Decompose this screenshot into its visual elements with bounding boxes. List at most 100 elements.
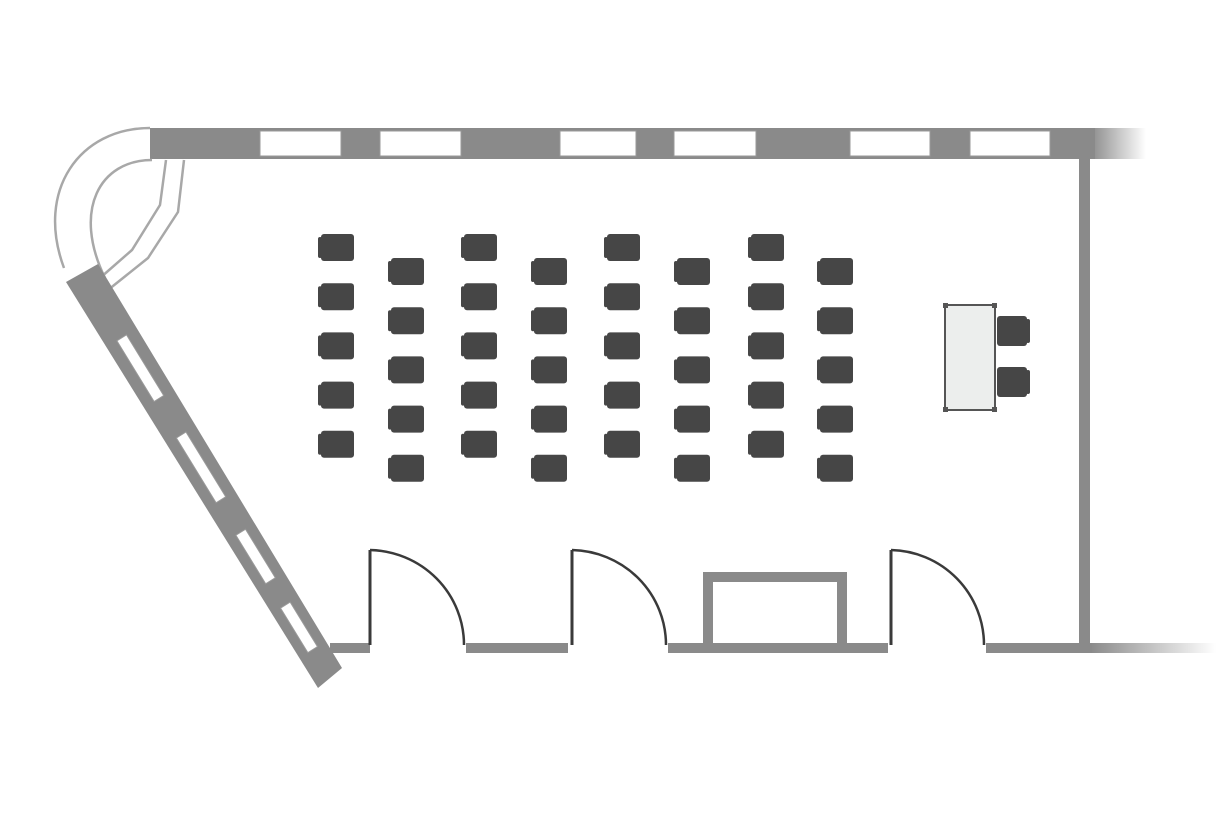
chair-seat xyxy=(820,258,853,285)
chair-seat xyxy=(677,454,710,482)
chair-back xyxy=(817,261,821,282)
chair-icon xyxy=(388,405,424,433)
chair-icon xyxy=(318,332,354,360)
chair-seat xyxy=(321,381,354,409)
door-arc xyxy=(890,548,986,646)
chair-back xyxy=(674,457,678,479)
door-arc xyxy=(369,548,466,646)
chair-seat xyxy=(391,454,424,482)
chair-back xyxy=(748,384,752,406)
chair-icon xyxy=(817,258,853,285)
chair-back xyxy=(604,286,608,308)
chair-icon xyxy=(461,332,497,360)
chair-seat xyxy=(534,356,567,384)
presenter-desk xyxy=(943,303,1030,412)
chair-icon xyxy=(318,381,354,409)
chair-seat xyxy=(391,405,424,433)
chair-icon xyxy=(388,258,424,285)
chair-seat xyxy=(751,430,784,458)
bottom-wall-seg-3 xyxy=(668,643,888,653)
window-icon xyxy=(235,528,276,585)
chair-back xyxy=(531,408,535,430)
chair-icon xyxy=(748,430,784,458)
chair-icon xyxy=(604,283,640,311)
curved-wall-mid2 xyxy=(107,159,186,291)
chair-icon xyxy=(604,381,640,409)
desk-corner-tl xyxy=(943,303,948,308)
chair-seat xyxy=(677,258,710,285)
chair-icon xyxy=(674,454,710,482)
chair-seat xyxy=(464,234,497,261)
chair-seat xyxy=(321,430,354,458)
window-icon xyxy=(559,130,637,157)
chair-back xyxy=(674,408,678,430)
chair-back xyxy=(388,310,392,332)
chair-icon xyxy=(674,356,710,384)
curved-wall-outer xyxy=(53,126,151,269)
window-icon xyxy=(379,130,462,157)
chair-back xyxy=(388,261,392,282)
doors xyxy=(368,548,986,646)
chair-seat xyxy=(677,405,710,433)
chair-back xyxy=(531,359,535,381)
chair-icon xyxy=(997,367,1030,397)
chair-back xyxy=(1026,370,1030,394)
chair-icon xyxy=(318,283,354,311)
curved-wall-mid xyxy=(99,159,168,279)
chair-seat xyxy=(751,283,784,311)
chair-seat xyxy=(607,234,640,261)
chair-seat xyxy=(607,332,640,360)
top-wall-fade xyxy=(1090,128,1146,159)
chair-back xyxy=(388,457,392,479)
chair-back xyxy=(318,335,322,357)
chair-back xyxy=(817,408,821,430)
chair-back xyxy=(817,359,821,381)
diagonal-windows xyxy=(116,334,319,654)
seating-area xyxy=(318,234,853,482)
chair-seat xyxy=(607,381,640,409)
chair-back xyxy=(604,335,608,357)
chair-back xyxy=(674,359,678,381)
chair-seat xyxy=(607,430,640,458)
chair-back xyxy=(531,310,535,332)
right-wall xyxy=(1079,159,1090,652)
chair-icon xyxy=(604,332,640,360)
chair-seat xyxy=(321,283,354,311)
chair-seat xyxy=(677,307,710,335)
window-icon xyxy=(849,130,931,157)
chair-seat xyxy=(820,356,853,384)
chair-back xyxy=(461,335,465,357)
window-icon xyxy=(116,334,165,403)
chair-seat xyxy=(751,381,784,409)
chair-back xyxy=(388,359,392,381)
chair-back xyxy=(604,384,608,406)
chair-seat xyxy=(534,307,567,335)
chair-back xyxy=(748,433,752,455)
chair-icon xyxy=(461,430,497,458)
cabinet-outline xyxy=(703,572,847,648)
chair-seat xyxy=(997,367,1027,397)
chair-seat xyxy=(391,356,424,384)
chair-back xyxy=(318,433,322,455)
chair-seat xyxy=(391,258,424,285)
chair-back xyxy=(1026,319,1030,343)
desk-corner-tr xyxy=(992,303,997,308)
chair-seat xyxy=(534,258,567,285)
door-swing-icon xyxy=(570,548,668,646)
chair-icon xyxy=(388,356,424,384)
chair-icon xyxy=(748,283,784,311)
chair-seat xyxy=(464,332,497,360)
chair-seat xyxy=(607,283,640,311)
bottom-wall-seg-2 xyxy=(466,643,568,653)
chair-back xyxy=(748,237,752,258)
door-swing-icon xyxy=(889,548,986,646)
chair-icon xyxy=(748,381,784,409)
chair-seat xyxy=(321,234,354,261)
desk-icon xyxy=(944,304,996,411)
chair-back xyxy=(748,286,752,308)
chair-back xyxy=(318,237,322,258)
window-icon xyxy=(259,130,342,157)
chair-icon xyxy=(531,356,567,384)
chair-seat xyxy=(820,454,853,482)
